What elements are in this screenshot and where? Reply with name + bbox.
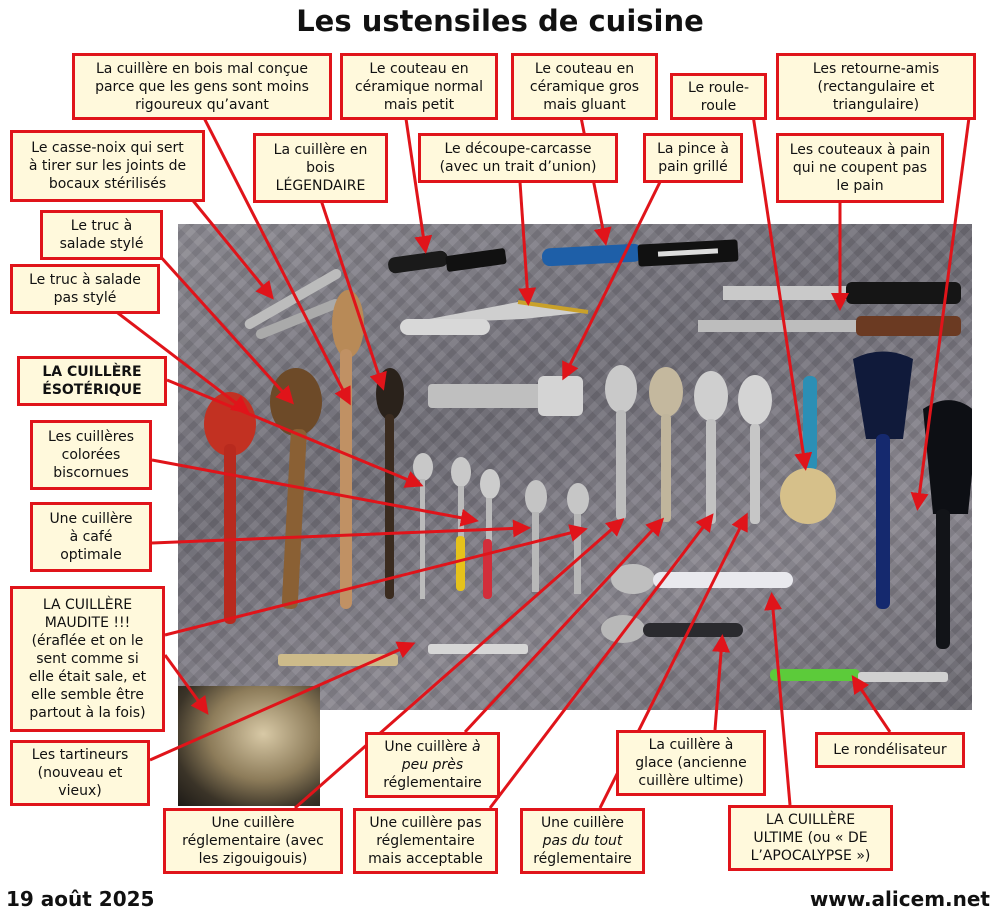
arrow-casse-noix [188, 196, 274, 300]
label-cuillere-reglementaire-zigouigouis: Une cuillère réglementaire (avec les zig… [163, 808, 343, 874]
label-cuillere-glace: La cuillère à glace (ancienne cuillère u… [616, 730, 766, 796]
rondelisateur [770, 669, 948, 682]
utensils-drawing [204, 239, 978, 682]
label-cuillere-cafe: Une cuillère à café optimale [30, 502, 152, 572]
label-cuillere-bois-mal-concue: La cuillère en bois mal conçue parce que… [72, 53, 332, 120]
arrow-glace [712, 634, 731, 731]
label-retourne-amis: Les retourne-amis (rectangulaire et tria… [776, 53, 976, 120]
bread-knives [698, 282, 961, 336]
label-couteau-ceramique-gros: Le couteau en céramique gros mais gluant [511, 53, 658, 120]
label-decoupe-carcasse: Le découpe-carcasse (avec un trait d’uni… [418, 133, 618, 183]
arrow-salade-style [148, 243, 295, 405]
label-cuillere-esoterique: LA CUILLÈRE ÉSOTÉRIQUE [17, 356, 167, 406]
footer-site[interactable]: www.alicem.net [809, 887, 990, 911]
arrow-esoterique [166, 378, 424, 488]
arrow-decoupe [518, 181, 537, 306]
arrow-reglementaire-zigouigouis [294, 518, 625, 810]
label-cuillere-pas-reglementaire: Une cuillère pas réglementaire mais acce… [353, 808, 498, 874]
arrow-cafe [151, 519, 531, 545]
arrow-maudite-closeup [163, 654, 209, 715]
label-truc-salade-style: Le truc à salade stylé [40, 210, 163, 260]
label-truc-salade-pas-style: Le truc à salade pas stylé [10, 264, 160, 314]
nutcracker [244, 269, 342, 339]
label-cuillere-pas-du-tout: Une cuillère pas du tout réglementaire [520, 808, 645, 874]
large-spoons [605, 365, 772, 524]
label-pince-pain: La pince à pain grillé [643, 133, 743, 183]
label-cuillere-ultime: LA CUILLÈRE ULTIME (ou « DE L’APOCALYPSE… [728, 805, 893, 871]
arrow-legendaire [318, 196, 387, 391]
label-couteau-ceramique-normal: Le couteau en céramique normal mais peti… [340, 53, 498, 120]
arrow-tartineurs [149, 641, 416, 762]
arrow-ultime [764, 592, 792, 806]
spatulas [853, 351, 978, 649]
arrow-a-peu-pres [463, 517, 665, 734]
arrow-retourne-amis [910, 109, 972, 511]
arrow-couteau-normal [403, 111, 433, 254]
arrow-maudite [164, 524, 588, 637]
arrow-salade-pas-style [109, 305, 250, 414]
arrow-pince [562, 181, 662, 381]
label-tartineurs: Les tartineurs (nouveau et vieux) [10, 740, 150, 806]
toast-tongs [428, 376, 583, 416]
label-rondelisateur: Le rondélisateur [815, 732, 965, 768]
ice-cream-scoops [601, 564, 793, 643]
footer-date: 19 août 2025 [6, 887, 155, 911]
small-ceramic-knife [388, 248, 507, 274]
big-ceramic-knife [542, 239, 739, 267]
arrow-cuillere-mal-concue [198, 109, 351, 406]
wooden-spoons [270, 290, 404, 609]
label-cuillere-legendaire: La cuillère en bois LÉGENDAIRE [253, 133, 388, 203]
arrow-colorees [151, 458, 479, 527]
label-roule-roule: Le roule- roule [670, 73, 767, 120]
label-couteaux-pain: Les couteaux à pain qui ne coupent pas l… [776, 133, 944, 203]
arrow-roule-roule [751, 114, 813, 471]
page-title: Les ustensiles de cuisine [296, 4, 704, 38]
label-casse-noix: Le casse-noix qui sert à tirer sur les j… [10, 130, 205, 202]
label-cuilleres-colorees: Les cuillères colorées biscornues [30, 420, 152, 490]
arrow-rondelisateur [851, 675, 892, 733]
label-cuillere-maudite: LA CUILLÈRE MAUDITE !!! (éraflée et on l… [10, 586, 165, 732]
arrow-pas-reglementaire [488, 513, 714, 809]
label-cuillere-a-peu-pres: Une cuillère à peu près réglementaire [365, 732, 500, 798]
pizza-cutter [780, 376, 836, 524]
